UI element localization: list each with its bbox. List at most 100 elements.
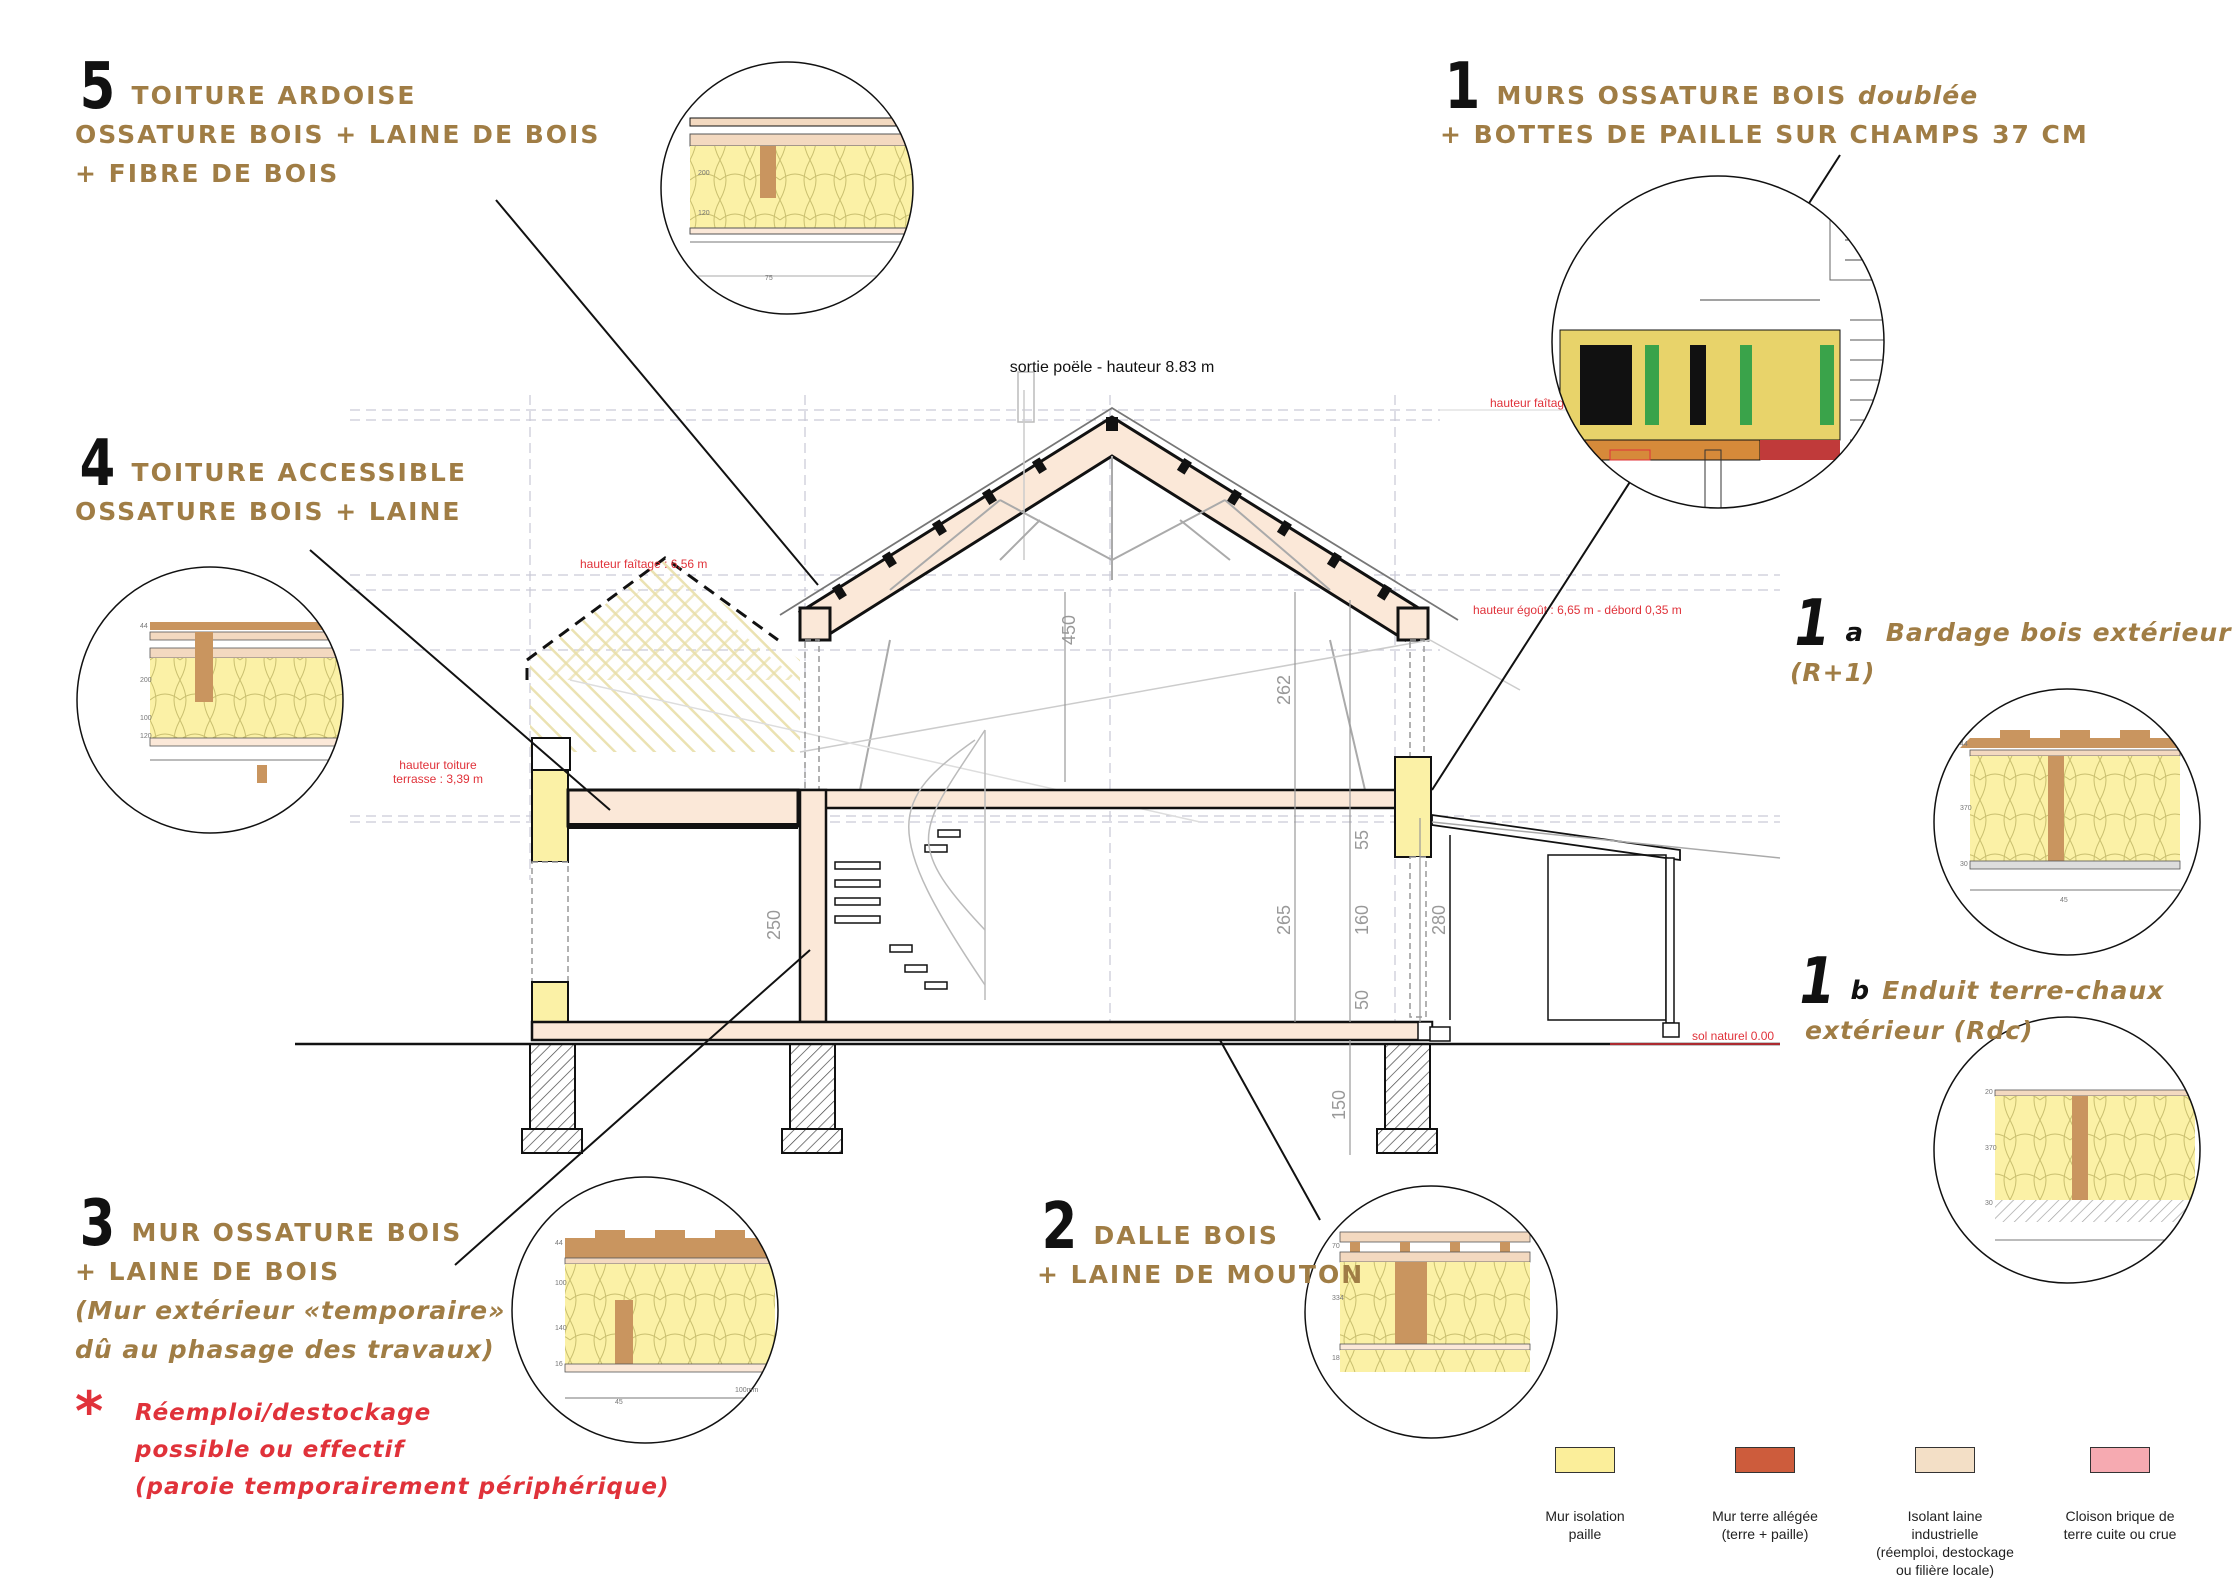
label-1a-number: 1 [1794,587,1831,661]
label-1b-line2: extérieur (Rdc) [1805,1016,2034,1045]
ridge-height-left: hauteur faîtage : 6,56 m [580,557,707,571]
d3-dim-16: 16 [555,1361,563,1368]
d5-dim-120: 120 [698,210,710,217]
detail-circle-wood-cladding: 44 370 30 45 [1933,688,2201,956]
label-5-line3: + FIBRE DE BOIS [75,159,340,188]
label-3-line1: MUR OSSATURE BOIS [131,1218,463,1247]
label-2-wood-slab: 2 DALLE BOIS + LAINE DE MOUTON [1037,1190,1365,1294]
d2-dim-70: 70 [1332,1243,1340,1250]
dim-262: 262 [1274,675,1294,705]
label-4-line2: OSSATURE BOIS + LAINE [75,497,462,526]
legend-earth-line2: (terre + paille) [1721,1526,1809,1542]
d2-dim-334: 334 [1332,1295,1344,1302]
dim-450: 450 [1059,615,1079,645]
detail-circle-wood-frame-wall: 44 100 140 16 45 100mm [511,1176,779,1444]
label-1-line2: + BOTTES DE PAILLE SUR CHAMPS 37 CM [1440,120,2089,149]
legend-wool-line3: (réemploi, destockage [1876,1544,2014,1560]
d5-dim-75: 75 [765,275,773,282]
d3-dim-100mm: 100mm [735,1387,759,1394]
label-1b-number: 1 [1799,945,1836,1019]
d1b-dim-20: 20 [1985,1089,1993,1096]
legend-straw: Mur isolation paille [1510,1447,1660,1543]
d4-dim-120: 120 [140,733,152,740]
d3-dim-45: 45 [615,1399,623,1406]
legend-swatch-brick [2090,1447,2150,1473]
label-3-number: 3 [79,1187,117,1261]
reuse-note-line1: Réemploi/destockage [135,1400,432,1426]
legend-earth: Mur terre allégée (terre + paille) [1690,1447,1840,1543]
label-5-line1: TOITURE ARDOISE [131,81,417,110]
dim-50: 50 [1352,990,1372,1010]
label-5-line2: OSSATURE BOIS + LAINE DE BOIS [75,120,601,149]
legend-wool-line4: ou filière locale) [1895,1562,1995,1578]
detail-circle-earth-lime-render: 20 370 30 [1933,1016,2201,1284]
eaves-height: hauteur égoût : 6,65 m - débord 0,35 m [1473,603,1682,617]
d1a-dim-370: 370 [1960,805,1972,812]
dim-265: 265 [1274,905,1294,935]
d3-dim-100: 100 [555,1280,567,1287]
ground-level: sol naturel 0.00 [1692,1029,1774,1043]
dim-150: 150 [1329,1090,1349,1120]
label-4-line1: TOITURE ACCESSIBLE [131,458,467,487]
legend-wool-line2: industrielle [1911,1526,1979,1542]
label-5-number: 5 [79,50,117,124]
d3-dim-44: 44 [555,1240,563,1247]
label-4-accessible-roof: 4 TOITURE ACCESSIBLE OSSATURE BOIS + LAIN… [75,427,467,531]
d4-dim-44: 44 [140,623,148,630]
label-2-number: 2 [1041,1190,1079,1264]
label-3-line3: (Mur extérieur «temporaire» [75,1296,506,1325]
label-3-line4: dû au phasage des travaux) [75,1335,495,1364]
label-2-line1: DALLE BOIS [1093,1221,1279,1250]
dim-280: 280 [1429,905,1449,935]
detail-circle-roof-slate: 200 120 75 [660,61,914,315]
d1a-dim-30: 30 [1960,861,1968,868]
label-1-straw-walls: 1 MURS OSSATURE BOIS doublée + BOTTES DE … [1440,50,2089,154]
legend-earth-line1: Mur terre allégée [1712,1508,1818,1524]
label-1b-sub: b [1850,976,1871,1006]
dim-160: 160 [1352,905,1372,935]
label-3-wood-frame-wall: 3 MUR OSSATURE BOIS + LAINE DE BOIS (Mur … [75,1187,506,1369]
legend-swatch-earth [1735,1447,1795,1473]
label-1b-line1: Enduit terre-chaux [1882,976,2165,1005]
label-1-line1: MURS OSSATURE BOIS [1496,81,1858,110]
label-1-number: 1 [1444,50,1482,124]
detail-circle-accessible-roof: 44 200 100 120 [76,566,344,834]
label-1a-text: Bardage bois extérieur (R+1) [1790,618,2232,687]
legend-brick-line1: Cloison brique de [2065,1508,2175,1524]
terrace-height-line2: terrasse : 3,39 m [393,772,483,786]
d4-dim-200: 200 [140,677,152,684]
reuse-note: * Réemploi/destockage possible ou effect… [75,1380,670,1506]
detail-circle-straw-wall-sketch [1551,175,1885,509]
legend-swatch-wool [1915,1447,1975,1473]
d3-dim-140: 140 [555,1325,567,1332]
stove-height: sortie poële - hauteur 8.83 m [1010,359,1215,376]
d5-dim-200: 200 [698,170,710,177]
dim-250: 250 [764,910,784,940]
legend-straw-line1: Mur isolation [1545,1508,1625,1524]
reuse-note-line2: possible ou effectif [135,1437,405,1463]
terrace-height-line1: hauteur toiture [399,758,477,772]
legend-straw-line2: paille [1568,1526,1602,1542]
d1b-dim-370: 370 [1985,1145,1997,1152]
d1a-dim-45: 45 [2060,897,2068,904]
label-3-line2: + LAINE DE BOIS [75,1257,341,1286]
label-2-line2: + LAINE DE MOUTON [1037,1260,1365,1289]
legend-swatch-straw [1555,1447,1615,1473]
legend-brick-line2: terre cuite ou crue [2063,1526,2177,1542]
reuse-note-star: * [75,1380,105,1443]
label-1-doubled: doublée [1857,81,1979,110]
label-5-slate-roof: 5 TOITURE ARDOISE OSSATURE BOIS + LAINE D… [75,50,601,193]
label-1a-sub: a [1845,618,1865,648]
legend-brick: Cloison brique de terre cuite ou crue [2035,1447,2205,1543]
d1a-dim-44: 44 [1960,741,1968,748]
legend-wool-line1: Isolant laine [1907,1508,1983,1524]
detail-circle-wood-slab: 70 334 18 [1304,1185,1558,1439]
d4-dim-100: 100 [140,715,152,722]
label-4-number: 4 [79,427,117,501]
dim-55: 55 [1352,830,1372,850]
d1b-dim-30: 30 [1985,1200,1993,1207]
legend-wool: Isolant laine industrielle (réemploi, de… [1860,1447,2030,1579]
